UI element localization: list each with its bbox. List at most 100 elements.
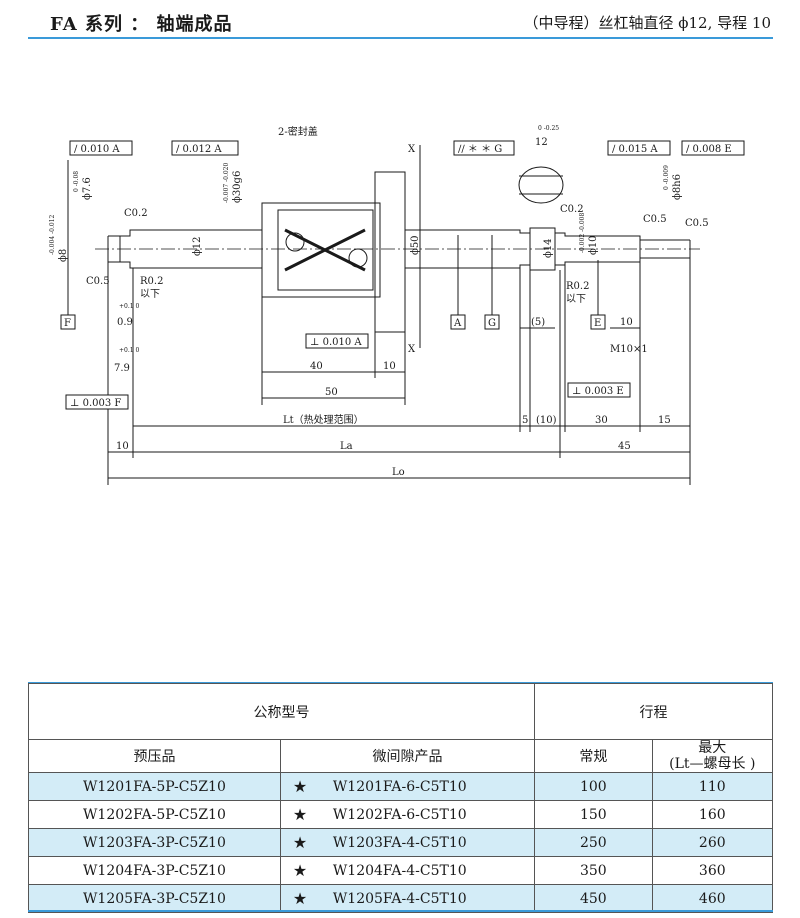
cell-micro-value: W1203FA-4-C5T10	[332, 834, 467, 851]
label-c02-right: C0.2	[560, 204, 584, 215]
dim-10-left: 10	[116, 441, 129, 452]
dim-d76-tol: 0 -0.08	[73, 171, 80, 192]
tol-frame-runout-a3: ∕ 0.015 A	[612, 144, 658, 155]
label-c02-left: C0.2	[124, 208, 148, 219]
nut-body	[374, 171, 406, 333]
dim-section-width: 12	[535, 137, 548, 148]
dim-7-9-tol: +0.1 0	[119, 347, 139, 354]
cell-micro: ★ W1202FA-6-C5T10	[279, 800, 536, 829]
tol-frame-runout-a: ∕ 0.010 A	[74, 144, 120, 155]
dim-15: 15	[658, 415, 671, 426]
dim-30: 30	[595, 415, 608, 426]
star-icon: ★	[292, 777, 308, 796]
star-icon: ★	[292, 889, 308, 908]
cell-micro-value: W1201FA-6-C5T10	[332, 778, 467, 795]
cell-micro: ★ W1204FA-4-C5T10	[279, 856, 536, 885]
cell-max: 110	[651, 772, 774, 801]
star-icon: ★	[292, 833, 308, 852]
star-icon: ★	[292, 861, 308, 880]
header-normal: 常规	[534, 739, 653, 773]
dim-10-nut: 10	[383, 361, 396, 372]
label-c05-right2: C0.5	[685, 218, 709, 229]
dim-d14: ϕ14	[543, 238, 554, 258]
cell-normal: 150	[534, 800, 653, 829]
header-stroke: 行程	[534, 683, 773, 740]
dim-d10-tol: -0.002 -0.008	[579, 213, 586, 253]
shaft-outline-bottom	[108, 261, 262, 269]
tol-frame-parallel-g: ∕∕ ＊ ＊ G	[458, 144, 502, 155]
dim-d12: ϕ12	[192, 236, 203, 256]
section-view	[518, 166, 564, 204]
cell-micro-value: W1204FA-4-C5T10	[332, 862, 467, 879]
dim-10-thread: 10	[620, 317, 633, 328]
dim-d10: ϕ10	[588, 235, 599, 255]
dim-section-tol: 0 -0.25	[538, 125, 559, 132]
cell-micro: ★ W1201FA-6-C5T10	[279, 772, 536, 801]
cell-micro: ★ W1205FA-4-C5T10	[279, 884, 536, 913]
cell-normal: 350	[534, 856, 653, 885]
header-divider	[28, 37, 773, 39]
cell-micro-value: W1202FA-6-C5T10	[332, 806, 467, 823]
dim-5-paren: (5)	[531, 317, 545, 328]
cell-preload: W1202FA-5P-C5Z10	[28, 800, 281, 829]
table-row: W1202FA-5P-C5Z10 ★ W1202FA-6-C5T10 150 16…	[28, 800, 774, 829]
datum-e: E	[594, 318, 601, 329]
series-title: FA 系列 ： 轴端成品	[50, 14, 233, 35]
dim-10-paren: (10)	[536, 415, 557, 426]
cell-micro-value: W1205FA-4-C5T10	[332, 890, 467, 907]
cell-preload: W1205FA-3P-C5Z10	[28, 884, 281, 913]
table-row: W1201FA-5P-C5Z10 ★ W1201FA-6-C5T10 100 11…	[28, 772, 774, 801]
table-row: W1204FA-3P-C5Z10 ★ W1204FA-4-C5T10 350 36…	[28, 856, 774, 885]
header-max: 最大 (Lt—螺母长 )	[651, 739, 774, 773]
dim-lt: Lt（热处理范围）	[283, 413, 364, 426]
tol-frame-perp-a: ⊥ 0.010 A	[310, 337, 362, 348]
dim-la: La	[340, 441, 353, 452]
technical-drawing: ∕ 0.010 A ∕ 0.012 A ∕∕ ＊ ＊ G ∕ 0.015 A ∕…	[49, 125, 745, 485]
cell-preload: W1201FA-5P-C5Z10	[28, 772, 281, 801]
cell-preload: W1204FA-3P-C5Z10	[28, 856, 281, 885]
cell-max: 260	[651, 828, 774, 857]
dim-d8: ϕ8	[58, 249, 69, 262]
tol-frame-perp-f: ⊥ 0.003 F	[70, 398, 121, 409]
cell-max: 160	[651, 800, 774, 829]
cell-normal: 100	[534, 772, 653, 801]
dim-7-9: 7.9	[114, 363, 130, 374]
cell-max: 460	[651, 884, 774, 913]
cell-preload: W1203FA-3P-C5Z10	[28, 828, 281, 857]
header-max-label: 最大	[698, 740, 727, 756]
dim-d8-tol: -0.004 -0.012	[49, 215, 56, 255]
table-row: W1203FA-3P-C5Z10 ★W1203FA-4-C5T10 250 26…	[28, 828, 774, 857]
datum-g: G	[488, 318, 496, 329]
spec-table: 公称型号 行程 预压品 微间隙产品 常规 最大 (Lt—螺母长 ) W1201F…	[27, 683, 774, 913]
dim-d76: ϕ7.6	[82, 177, 93, 200]
label-c05-left: C0.5	[86, 276, 110, 287]
label-r02-right: R0.2	[566, 281, 589, 292]
dim-d8h6: ϕ8h6	[672, 174, 683, 200]
label-r02-left: R0.2	[140, 276, 163, 287]
page-header: FA 系列 ： 轴端成品 （中导程）丝杠轴直径 ϕ12, 导程 10	[28, 6, 773, 39]
tol-frame-runout-a2: ∕ 0.012 A	[176, 144, 222, 155]
header-preload: 预压品	[28, 739, 281, 773]
shaft-outline-top	[108, 229, 262, 237]
cell-micro: ★ W1203FA-4-C5T10	[279, 828, 536, 857]
dim-d30-tol: -0.007 -0.020	[223, 163, 230, 203]
label-r02-left-sub: 以下	[140, 289, 160, 300]
label-r02-right-sub: 以下	[566, 294, 586, 305]
datum-f: F	[64, 318, 71, 329]
dim-d50: ϕ50	[410, 235, 421, 255]
dim-d30: ϕ30g6	[232, 171, 243, 203]
label-thread: M10×1	[610, 344, 648, 355]
tolerance-frames	[60, 140, 745, 410]
header-micro: 微间隙产品	[279, 739, 536, 773]
header-nominal: 公称型号	[27, 683, 536, 740]
star-icon: ★	[292, 805, 308, 824]
table-row: W1205FA-3P-C5Z10 ★W1205FA-4-C5T10 450 46…	[28, 884, 774, 913]
section-mark-top: X	[408, 144, 416, 155]
tol-frame-runout-e: ∕ 0.008 E	[686, 144, 732, 155]
label-c05-right1: C0.5	[643, 214, 667, 225]
dim-0-9-tol: +0.1 0	[119, 303, 139, 310]
section-mark-bottom: X	[408, 344, 416, 355]
cell-max: 360	[651, 856, 774, 885]
header-max-sub: (Lt—螺母长 )	[669, 756, 756, 772]
dim-40: 40	[310, 361, 323, 372]
